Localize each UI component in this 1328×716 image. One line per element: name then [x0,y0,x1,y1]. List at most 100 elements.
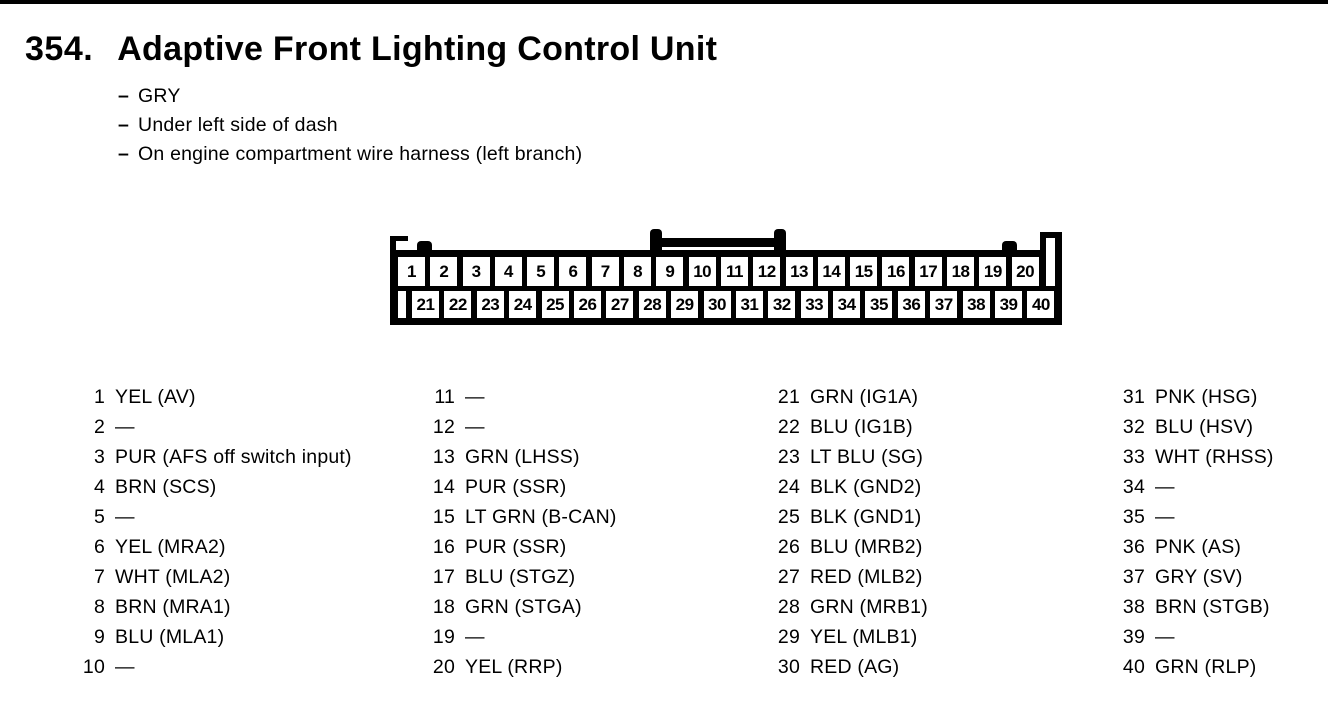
connector-pin-cell: 19 [979,257,1007,286]
pin-list-row: 13 GRN (LHSS) [421,442,617,472]
connector-pin-cell: 6 [559,257,587,286]
pin-list-row: 21 GRN (IG1A) [766,382,928,412]
connector-pin-cell: 36 [897,291,925,318]
pin-number: 15 [432,505,455,528]
pin-list-row: 4 BRN (SCS) [71,472,352,502]
pin-list-column-2: 11 — 12 — 13 GRN (LHSS) 14 PUR (SSR) [421,382,617,682]
note-text: Under left side of dash [138,114,338,136]
pin-list-row: 23 LT BLU (SG) [766,442,928,472]
note-text: GRY [138,85,181,107]
connector-pin-cell: 27 [606,291,634,318]
pin-wire-label: PUR (SSR) [465,475,567,498]
pin-wire-label: BRN (SCS) [115,475,217,498]
pin-list-row: 19 — [421,622,617,652]
connector-pin-cell: 12 [753,257,781,286]
connector-pin-cell: 37 [930,291,958,318]
pin-number: 8 [93,595,105,618]
connector-notes: –GRY –Under left side of dash –On engine… [118,82,582,169]
pin-wire-label: BRN (STGB) [1155,595,1270,618]
connector-pin-cell: 39 [995,291,1023,318]
pin-number: 10 [82,655,105,678]
pin-list-row: 9 BLU (MLA1) [71,622,352,652]
pin-number: 40 [1122,655,1145,678]
connector-pin-cell: 18 [947,257,975,286]
pin-list-row: 37 GRY (SV) [1111,562,1274,592]
connector-pin-cell: 7 [591,257,619,286]
connector-pin-cell: 2 [430,257,458,286]
pin-number: 5 [93,505,105,528]
connector-pin-cell: 31 [735,291,763,318]
pin-list-row: 26 BLU (MRB2) [766,532,928,562]
pin-wire-label: — [465,625,485,648]
pin-wire-label: GRN (RLP) [1155,655,1257,678]
connector-pin-cell: 16 [882,257,910,286]
pin-wire-label: GRN (MRB1) [810,595,928,618]
pin-list-row: 2 — [71,412,352,442]
pin-number: 13 [432,445,455,468]
connector-pin-cell: 11 [720,257,748,286]
connector-keyway-slot-right [1046,250,1055,286]
pin-list: 1 YEL (AV) 2 — 3 PUR (AFS off switch inp… [0,382,1328,692]
pin-list-row: 36 PNK (AS) [1111,532,1274,562]
pin-number: 24 [777,475,800,498]
pin-number: 11 [434,385,455,408]
latch-notch-icon [396,241,408,250]
pin-list-row: 6 YEL (MRA2) [71,532,352,562]
pin-list-row: 22 BLU (IG1B) [766,412,928,442]
connector-pin-cell: 29 [671,291,699,318]
pin-wire-label: BLU (HSV) [1155,415,1254,438]
pin-wire-label: — [115,415,135,438]
connector-handle-post-right-icon [774,229,786,250]
pin-wire-label: BLK (GND1) [810,505,922,528]
pin-list-row: 31 PNK (HSG) [1111,382,1274,412]
pin-wire-label: GRN (STGA) [465,595,582,618]
pin-list-row: 15 LT GRN (B-CAN) [421,502,617,532]
pin-number: 29 [777,625,800,648]
pin-list-row: 16 PUR (SSR) [421,532,617,562]
pin-list-row: 25 BLK (GND1) [766,502,928,532]
pin-wire-label: LT GRN (B-CAN) [465,505,617,528]
pin-number: 17 [432,565,455,588]
pin-wire-label: PUR (AFS off switch input) [115,445,352,468]
pin-number: 4 [93,475,105,498]
connector-pin-cell: 5 [527,257,555,286]
connector-pin-cell: 9 [656,257,684,286]
pin-number: 25 [777,505,800,528]
pin-wire-label: — [1155,505,1175,528]
section-number: 354. [25,30,94,68]
note-dash: – [118,114,130,136]
connector-bump-right-icon [1002,241,1017,250]
connector-pin-cell: 28 [638,291,666,318]
pin-list-row: 18 GRN (STGA) [421,592,617,622]
pin-wire-label: PNK (HSG) [1155,385,1258,408]
pin-list-row: 38 BRN (STGB) [1111,592,1274,622]
connector-pin-cell: 30 [703,291,731,318]
connector-pin-cell: 24 [509,291,537,318]
pin-number: 12 [432,415,455,438]
pin-wire-label: WHT (RHSS) [1155,445,1274,468]
pin-number: 23 [777,445,800,468]
pin-number: 31 [1122,385,1145,408]
pin-wire-label: PUR (SSR) [465,535,567,558]
pin-wire-label: — [465,385,485,408]
pin-list-row: 17 BLU (STGZ) [421,562,617,592]
pin-number: 32 [1122,415,1145,438]
pin-wire-label: YEL (AV) [115,385,196,408]
pin-list-row: 32 BLU (HSV) [1111,412,1274,442]
pin-list-row: 7 WHT (MLA2) [71,562,352,592]
connector-pin-cell: 3 [462,257,490,286]
note-item: –GRY [118,82,582,111]
connector-keyway-slot-left [398,291,406,318]
connector-pin-cell: 20 [1011,257,1039,286]
pin-list-row: 11 — [421,382,617,412]
connector-latch-left-icon [390,236,408,250]
pin-number: 34 [1122,475,1145,498]
note-item: –On engine compartment wire harness (lef… [118,140,582,169]
pin-list-row: 34 — [1111,472,1274,502]
connector-pin-cell: 8 [624,257,652,286]
pin-wire-label: YEL (RRP) [465,655,563,678]
pin-list-row: 10 — [71,652,352,682]
connector-pin-cell: 10 [688,257,716,286]
connector-pin-cell: 4 [494,257,522,286]
